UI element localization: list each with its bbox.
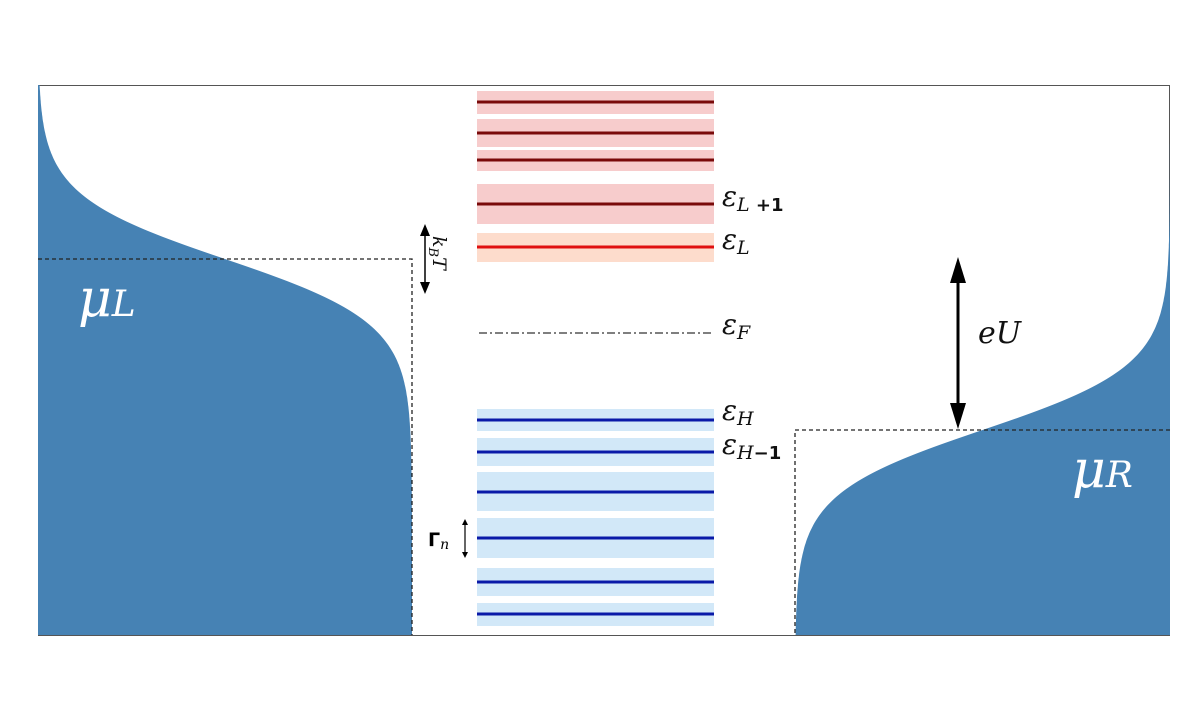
bias-arrow	[950, 257, 966, 429]
mu-right-label: μR	[1072, 440, 1133, 500]
eps-lumo-plus1-label: εL +1	[722, 180, 784, 216]
mu-left-label: μL	[78, 269, 136, 329]
eps-homo-label: εH	[722, 394, 754, 430]
eps-homo-minus1-label: εH−1	[722, 428, 781, 464]
eps-lumo-label: εL	[722, 223, 750, 259]
gamma-width-arrow	[462, 519, 468, 558]
right-reservoir-fermi-fill	[795, 85, 1170, 635]
eps-fermi-label: εF	[722, 308, 751, 344]
kbt-arrow	[420, 224, 430, 294]
left-reservoir-fermi-fill	[38, 85, 412, 635]
mu-right-dashed-line	[794, 429, 1170, 635]
gamma-label: Γn	[428, 529, 449, 553]
kbt-label: kBT	[425, 236, 450, 271]
mu-left-dashed-line	[38, 258, 413, 635]
bias-label: eU	[978, 316, 1023, 351]
molecular-levels	[477, 91, 714, 626]
